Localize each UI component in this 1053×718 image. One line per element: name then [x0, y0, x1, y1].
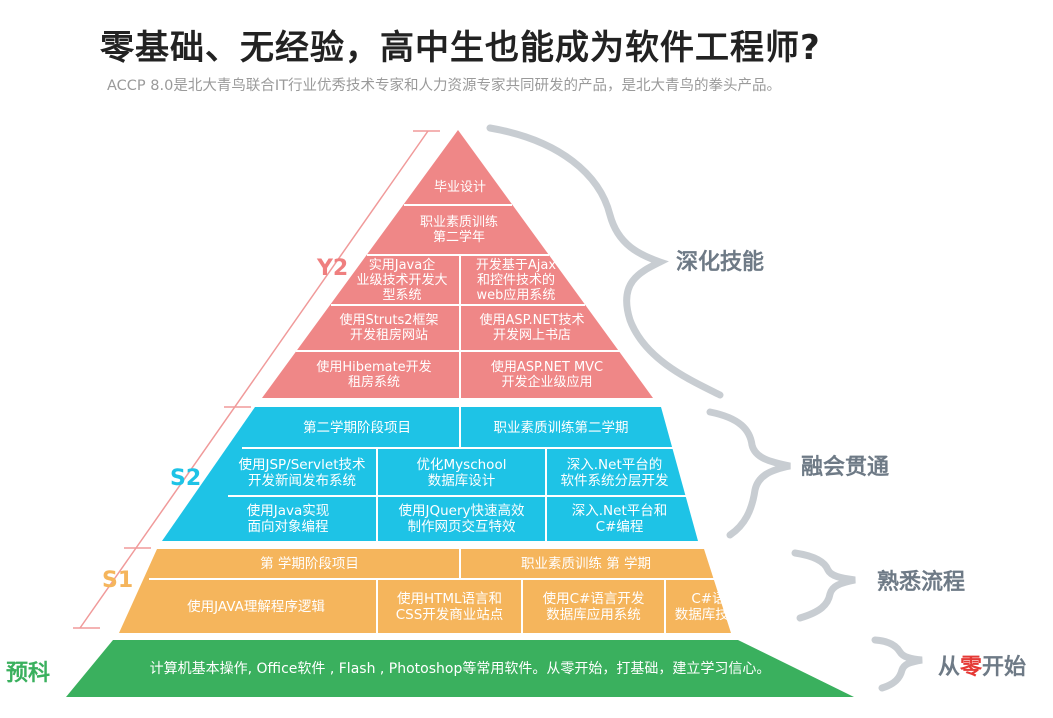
brace-s2 — [706, 408, 791, 539]
s2-cell-net-layered: 深入.Net平台的 软件系统分层开发 — [560, 456, 669, 489]
y2-section-shape — [262, 130, 653, 398]
s1-cell-stage-project: 第 学期阶段项目 — [260, 556, 359, 572]
s2-cell-professional-training: 职业素质训练第二学期 — [493, 419, 629, 436]
y2-cell-professional-training: 职业素质训练 第二学年 — [419, 215, 498, 245]
s1-cell-html-css: 使用HTML语言和 CSS开发商业站点 — [395, 590, 504, 623]
s2-cell-stage-project: 第二学期阶段项目 — [303, 419, 411, 436]
skill-label-zero-char: 零 — [960, 655, 983, 680]
y2-cell-hibernate: 使用Hibemate开发 租房系统 — [316, 359, 432, 390]
stage-label-prep: 预科 — [6, 661, 51, 686]
s2-cell-net-csharp: 深入.Net平台和 C#编程 — [571, 503, 668, 535]
skill-label-zero-prefix: 从 — [938, 655, 961, 680]
s2-cell-jsp-servlet: 使用JSP/Servlet技术 开发新闻发布系统 — [238, 456, 366, 489]
skill-label-zero-suffix: 开始 — [982, 655, 1027, 680]
stage-label-y2: Y2 — [317, 256, 349, 281]
brace-prep — [871, 636, 923, 692]
s1-cell-csharp-db-app: 使用C#语言开发 数据库应用系统 — [542, 590, 645, 623]
s1-cell-java-logic: 使用JAVA理解程序逻辑 — [187, 598, 325, 615]
skill-label-familiar: 熟悉流程 — [877, 570, 966, 595]
page-subtitle: ACCP 8.0是北大青鸟联合IT行业优秀技术专家和人力资源专家共同研发的产品，… — [107, 78, 781, 94]
y2-cell-graduation-project: 毕业设计 — [433, 179, 486, 195]
page-title: 零基础、无经验，高中生也能成为软件工程师? — [100, 28, 821, 68]
brace-s1 — [791, 549, 856, 622]
skill-label-integrate: 融会贯通 — [801, 455, 890, 480]
y2-cell-java-enterprise: 实用Java企 业级技术开发大 型系统 — [356, 258, 448, 303]
brace-y2 — [486, 124, 724, 399]
y2-cell-struts2: 使用Struts2框架 开发租房网站 — [339, 313, 439, 343]
stage-label-s1: S1 — [102, 568, 134, 593]
s2-cell-jquery: 使用JQuery快速高效 制作网页交互特效 — [398, 503, 525, 535]
s2-cell-java-oop: 使用Java实现 面向对象编程 — [246, 503, 330, 535]
timeline-line — [79, 130, 429, 629]
y2-cell-aspnet: 使用ASP.NET技术 开发网上书店 — [479, 313, 585, 343]
s2-section-shape — [162, 407, 698, 541]
y2-cell-ajax-web: 开发基于Ajax 和控件技术的 web应用系统 — [475, 258, 557, 303]
s1-section-shape — [119, 549, 731, 633]
prep-cell-basics: 计算机基本操作, Office软件 , Flash , Photoshop等常用… — [149, 660, 771, 677]
prep-section-shape — [66, 640, 854, 697]
y2-cell-aspnet-mvc: 使用ASP.NET MVC 开发企业级应用 — [490, 359, 604, 390]
s1-cell-csharp-db-basics: C#语言和 数据库技术基础 — [674, 590, 770, 623]
s2-cell-myschool: 优化Myschool 数据库设计 — [416, 456, 507, 489]
skill-label-from-zero: 从零开始 — [938, 649, 1026, 681]
skill-label-deepen: 深化技能 — [676, 250, 765, 275]
s1-cell-professional-training: 职业素质训练 第 学期 — [520, 556, 652, 572]
stage-label-s2: S2 — [170, 466, 202, 491]
